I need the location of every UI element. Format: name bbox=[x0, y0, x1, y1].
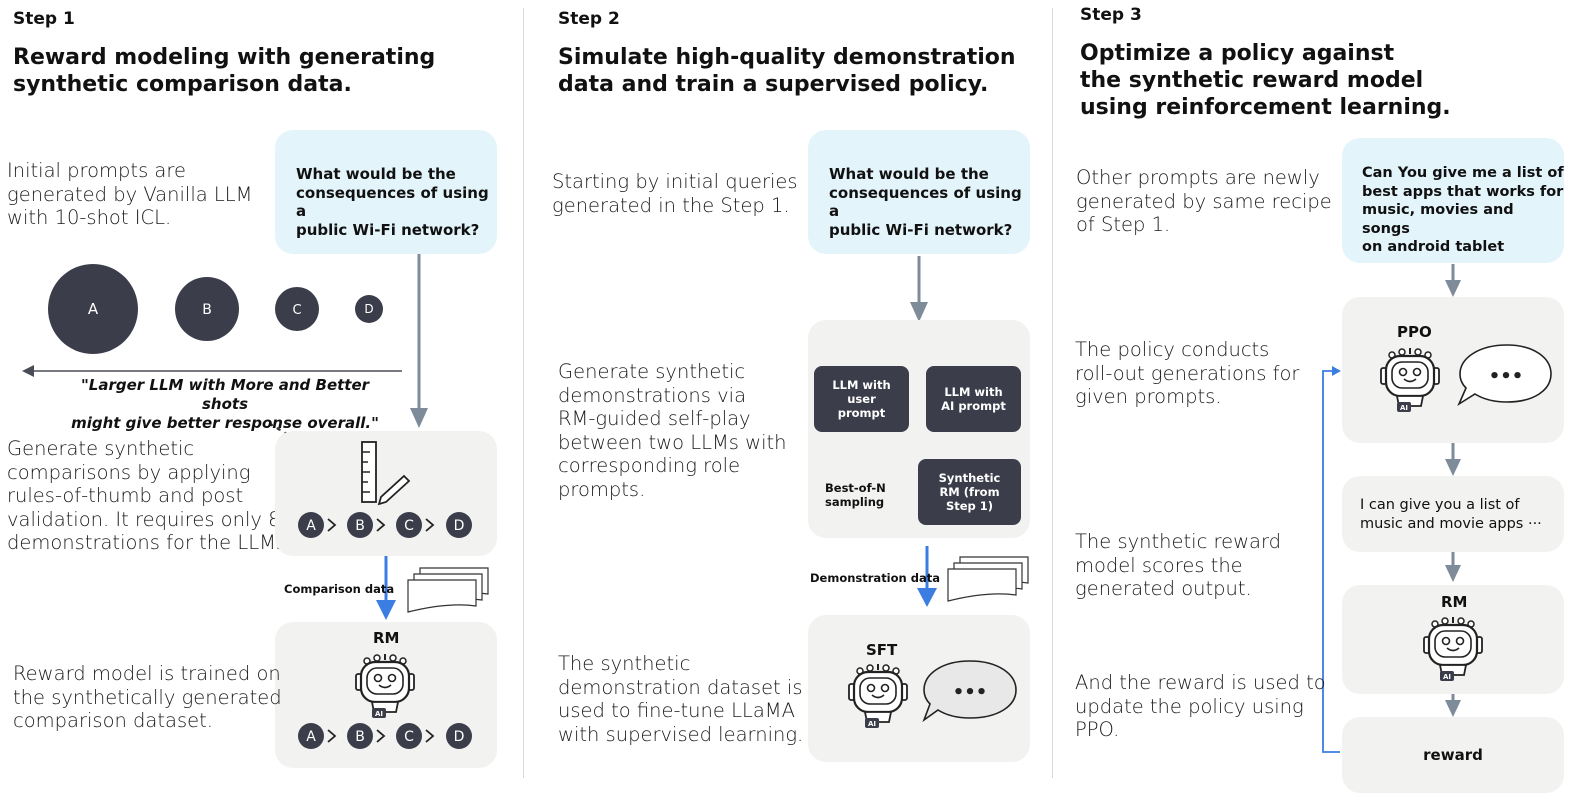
step1-desc-rm: Reward model is trained on the synthetic… bbox=[13, 662, 282, 732]
rm-rank-badge-d: D bbox=[446, 723, 472, 749]
step3-label: Step 3 bbox=[1080, 5, 1142, 25]
step2-blue-arrow bbox=[917, 546, 937, 607]
step3-rm-label: RM bbox=[1441, 593, 1468, 611]
svg-text:B: B bbox=[355, 518, 365, 534]
robot-ai-badge: AI bbox=[375, 710, 383, 718]
step3-desc-policy: The policy conducts roll-out generations… bbox=[1075, 338, 1300, 408]
step2-desc-start: Starting by initial queries generated in… bbox=[552, 170, 798, 217]
step1-title: Reward modeling with generating syntheti… bbox=[13, 45, 436, 97]
step3-prompt-box: Can You give me a list of best apps that… bbox=[1342, 138, 1564, 263]
size-circle-b-label: B bbox=[202, 302, 212, 318]
reward-feedback-loop bbox=[1322, 370, 1340, 753]
step3-desc-update: And the reward is used to update the pol… bbox=[1075, 671, 1326, 741]
svg-text:B: B bbox=[355, 729, 365, 745]
step2-title: Simulate high-quality demonstration data… bbox=[558, 45, 1016, 97]
size-circle-a: A bbox=[48, 264, 138, 354]
synthetic-rm-box: Synthetic RM (from Step 1) bbox=[918, 459, 1021, 525]
step1-desc-initial: Initial prompts are generated by Vanilla… bbox=[7, 159, 253, 229]
step2-prompt-arrow bbox=[910, 256, 928, 322]
sft-robot-icon: AI bbox=[848, 664, 908, 728]
rank-gt-1 bbox=[327, 518, 337, 532]
rank-badge-d: D bbox=[446, 512, 472, 538]
size-circle-c: C bbox=[275, 287, 319, 331]
svg-text:AI: AI bbox=[1443, 673, 1451, 681]
column-divider-1 bbox=[523, 8, 524, 778]
size-circle-a-label: A bbox=[88, 300, 99, 318]
step1-label: Step 1 bbox=[13, 9, 75, 29]
step1-rm-label: RM bbox=[373, 629, 400, 647]
column-divider-2 bbox=[1052, 8, 1053, 778]
rm-rank-badge-c: C bbox=[396, 723, 422, 749]
step3-arrow-4 bbox=[1445, 694, 1461, 717]
step3-desc-prompts: Other prompts are newly generated by sam… bbox=[1076, 166, 1332, 236]
document-stack-icon bbox=[407, 567, 489, 613]
step1-blue-arrow bbox=[376, 556, 396, 620]
size-circle-d-label: D bbox=[364, 302, 373, 316]
step3-title: Optimize a policy against the synthetic … bbox=[1080, 41, 1451, 120]
step3-desc-scores: The synthetic reward model scores the ge… bbox=[1075, 530, 1282, 600]
step1-prompt-box: What would be the consequences of using … bbox=[275, 130, 497, 254]
best-of-n-label: Best-of-N sampling bbox=[825, 481, 886, 509]
step3-arrow-3 bbox=[1445, 552, 1461, 582]
size-circle-d: D bbox=[355, 295, 383, 323]
sft-label: SFT bbox=[866, 641, 898, 659]
step2-prompt-box: What would be the consequences of using … bbox=[808, 130, 1030, 254]
size-circle-c-label: C bbox=[292, 303, 301, 318]
step1-ranking-row: A B C D bbox=[298, 512, 472, 538]
rm-rank-badge-a: A bbox=[298, 723, 324, 749]
rank-badge-c: C bbox=[396, 512, 422, 538]
svg-text:D: D bbox=[454, 729, 465, 745]
ppo-speech-bubble: ••• bbox=[1457, 344, 1552, 407]
ppo-robot-icon: AI bbox=[1380, 348, 1440, 412]
comparison-data-label: Comparison data bbox=[284, 582, 395, 596]
step1-quote: "Larger LLM with More and Better shots m… bbox=[71, 376, 379, 432]
svg-text:C: C bbox=[404, 729, 414, 745]
robot-icon: AI bbox=[355, 654, 415, 718]
rm-rank-badge-b: B bbox=[347, 723, 373, 749]
rank-gt-3 bbox=[425, 518, 435, 532]
svg-text:C: C bbox=[404, 518, 414, 534]
step2-desc-sft: The synthetic demonstration dataset is u… bbox=[558, 652, 804, 746]
rank-badge-a: A bbox=[298, 512, 324, 538]
sft-speech-bubble: ••• bbox=[922, 660, 1017, 723]
llm-ai-prompt-box: LLM with AI prompt bbox=[926, 366, 1021, 432]
step2-label: Step 2 bbox=[558, 9, 620, 29]
step1-desc-compare: Generate synthetic comparisons by applyi… bbox=[7, 437, 293, 554]
step1-scale-arrow bbox=[22, 365, 402, 377]
svg-text:A: A bbox=[306, 729, 316, 745]
demonstration-data-label: Demonstration data bbox=[810, 571, 940, 585]
svg-text:D: D bbox=[454, 518, 465, 534]
reward-box: reward bbox=[1342, 717, 1564, 793]
sft-bubble-dots: ••• bbox=[953, 682, 988, 703]
rank-gt-2 bbox=[376, 518, 386, 532]
step3-arrow-2 bbox=[1445, 443, 1461, 476]
document-stack-icon-2 bbox=[947, 556, 1029, 602]
step2-desc-generate: Generate synthetic demonstrations via RM… bbox=[558, 360, 787, 501]
rank-badge-b: B bbox=[347, 512, 373, 538]
svg-text:AI: AI bbox=[868, 720, 876, 728]
svg-text:AI: AI bbox=[1400, 404, 1408, 412]
step1-rm-ranking-row: A B C D bbox=[298, 723, 472, 749]
step1-prompt-arrow bbox=[410, 254, 428, 428]
ppo-label: PPO bbox=[1397, 323, 1432, 341]
ruler-pencil-icon bbox=[361, 441, 411, 506]
rm-robot-icon: AI bbox=[1423, 617, 1483, 681]
ppo-bubble-dots: ••• bbox=[1489, 366, 1524, 387]
llm-user-prompt-box: LLM with user prompt bbox=[814, 366, 909, 432]
svg-text:A: A bbox=[306, 518, 316, 534]
reward-feedback-arrowhead bbox=[1332, 366, 1341, 376]
generated-output-box: I can give you a list of music and movie… bbox=[1342, 476, 1564, 552]
step3-arrow-1 bbox=[1445, 264, 1461, 297]
size-circle-b: B bbox=[175, 277, 239, 341]
